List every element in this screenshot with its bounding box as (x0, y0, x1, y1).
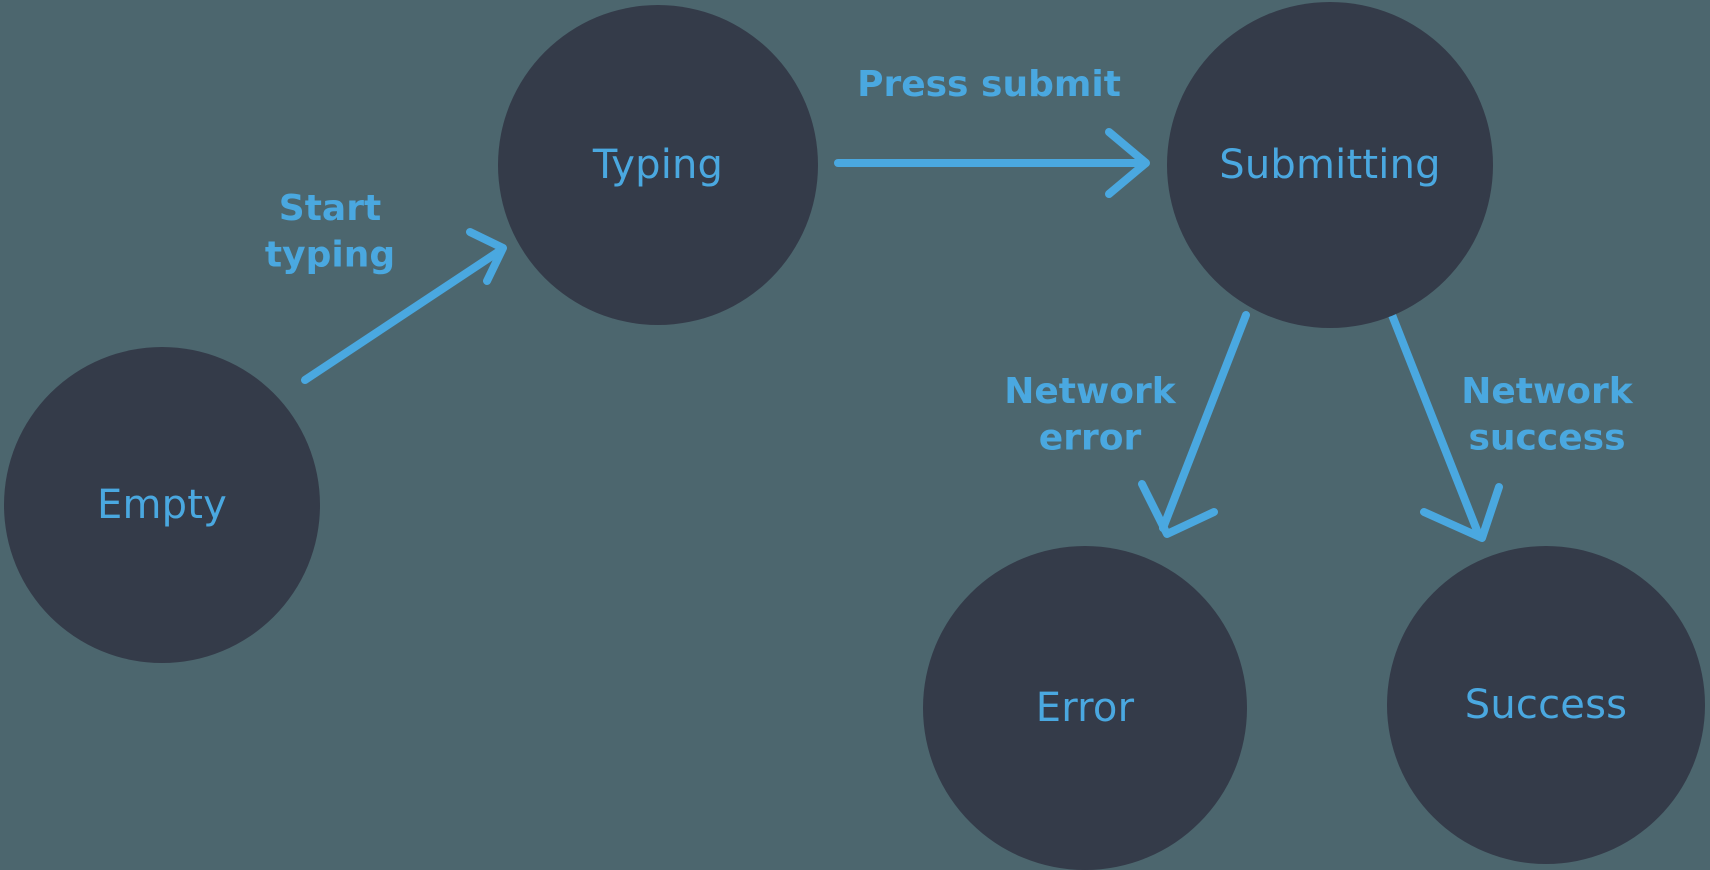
state-circle-error[interactable] (923, 546, 1247, 870)
state-label-success: Success (1465, 682, 1627, 728)
arrow-head-icon-network-error (1138, 480, 1218, 538)
transition-network-error[interactable] (1138, 311, 1250, 538)
transition-line-start-typing (301, 248, 502, 384)
transition-label-line: Press submit (857, 64, 1121, 105)
transition-label-line: Network (1004, 371, 1176, 412)
state-node-submitting[interactable]: Submitting (1167, 2, 1493, 328)
transition-network-success[interactable] (1388, 311, 1503, 542)
transition-label-press-submit: Press submit (857, 64, 1121, 105)
transition-press-submit[interactable] (834, 128, 1150, 198)
state-label-submitting: Submitting (1219, 142, 1440, 188)
transition-label-network-success: Network success (1461, 371, 1633, 458)
transition-label-line: typing (265, 234, 395, 275)
state-node-success[interactable]: Success (1387, 546, 1705, 864)
transition-label-line: error (1039, 417, 1142, 458)
state-label-typing: Typing (592, 142, 723, 188)
transition-start-typing[interactable] (301, 228, 507, 384)
transition-label-line: success (1468, 417, 1625, 458)
arrow-head-icon-network-success (1420, 483, 1503, 542)
state-circle-typing[interactable] (498, 5, 818, 325)
arrow-head-icon-press-submit (1105, 128, 1150, 198)
state-label-error: Error (1036, 685, 1135, 731)
transitions-layer (301, 128, 1503, 542)
transition-line-network-success (1388, 311, 1482, 537)
state-node-empty[interactable]: Empty (4, 347, 320, 663)
state-circle-submitting[interactable] (1167, 2, 1493, 328)
state-circle-empty[interactable] (4, 347, 320, 663)
transition-label-network-error: Network error (1004, 371, 1176, 458)
state-node-typing[interactable]: Typing (498, 5, 818, 325)
transition-label-line: Network (1461, 371, 1633, 412)
transition-line-network-error (1159, 311, 1250, 532)
state-circle-success[interactable] (1387, 546, 1705, 864)
state-label-empty: Empty (97, 482, 227, 528)
transition-label-start-typing: Start typing (265, 188, 395, 275)
transition-label-line: Start (279, 188, 381, 229)
arrow-head-icon-start-typing (466, 228, 507, 285)
state-node-error[interactable]: Error (923, 546, 1247, 870)
